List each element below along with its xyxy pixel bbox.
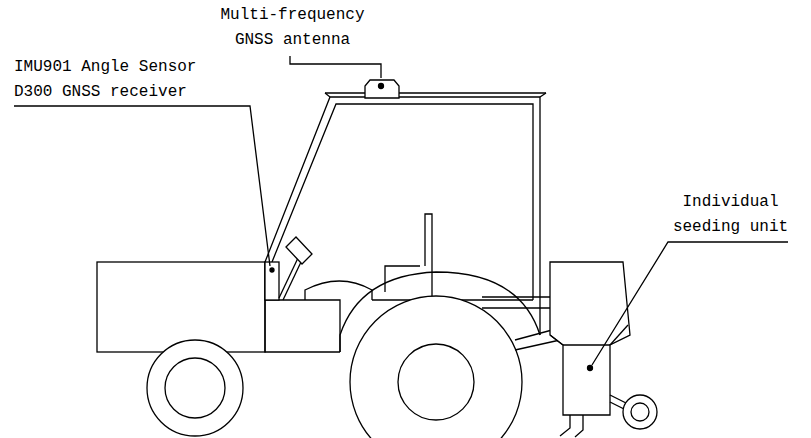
front-wheel [147,340,243,436]
seat-back [425,214,432,300]
coulter [560,415,570,436]
hitch-bar [482,296,552,297]
antenna-label: Multi-frequency GNSS antenna [210,3,375,53]
press-wheel [623,395,657,429]
cab-outer [265,97,540,335]
press-hub [631,403,649,421]
body-step [265,300,340,352]
unit-dot [588,366,593,371]
seeder-edge [563,344,610,345]
sensor-label: IMU901 Angle Sensor [14,55,254,80]
steering-column [283,262,301,300]
rear-wheel [350,296,522,438]
leader-line [290,56,381,78]
roof-edge [540,93,546,97]
roof-edge [325,93,330,97]
leader-line [592,242,788,365]
hitch-bar [482,307,552,308]
front-hub [165,358,225,418]
seeding-unit-label: Individual seeding unit [668,190,793,240]
steering-column [279,258,298,298]
imu-dot [270,268,274,272]
leader-line [14,106,270,266]
seat [385,266,420,292]
seeder-hopper [550,262,630,415]
seeder-edge [550,335,563,345]
coulter [575,415,583,437]
cab-inner [272,104,533,300]
seeder-edge [610,325,628,345]
body-curve [305,281,372,300]
gnss-antenna [365,80,399,98]
imu-box [265,262,279,300]
hitch-bar [515,330,552,340]
antenna-dot [379,84,384,89]
steering-wheel [286,237,312,264]
body [265,262,340,352]
receiver-label: D300 GNSS receiver [14,80,254,105]
hood [97,262,265,352]
hitch-bar [515,340,560,350]
roof [325,92,546,93]
rear-hub [398,344,474,420]
